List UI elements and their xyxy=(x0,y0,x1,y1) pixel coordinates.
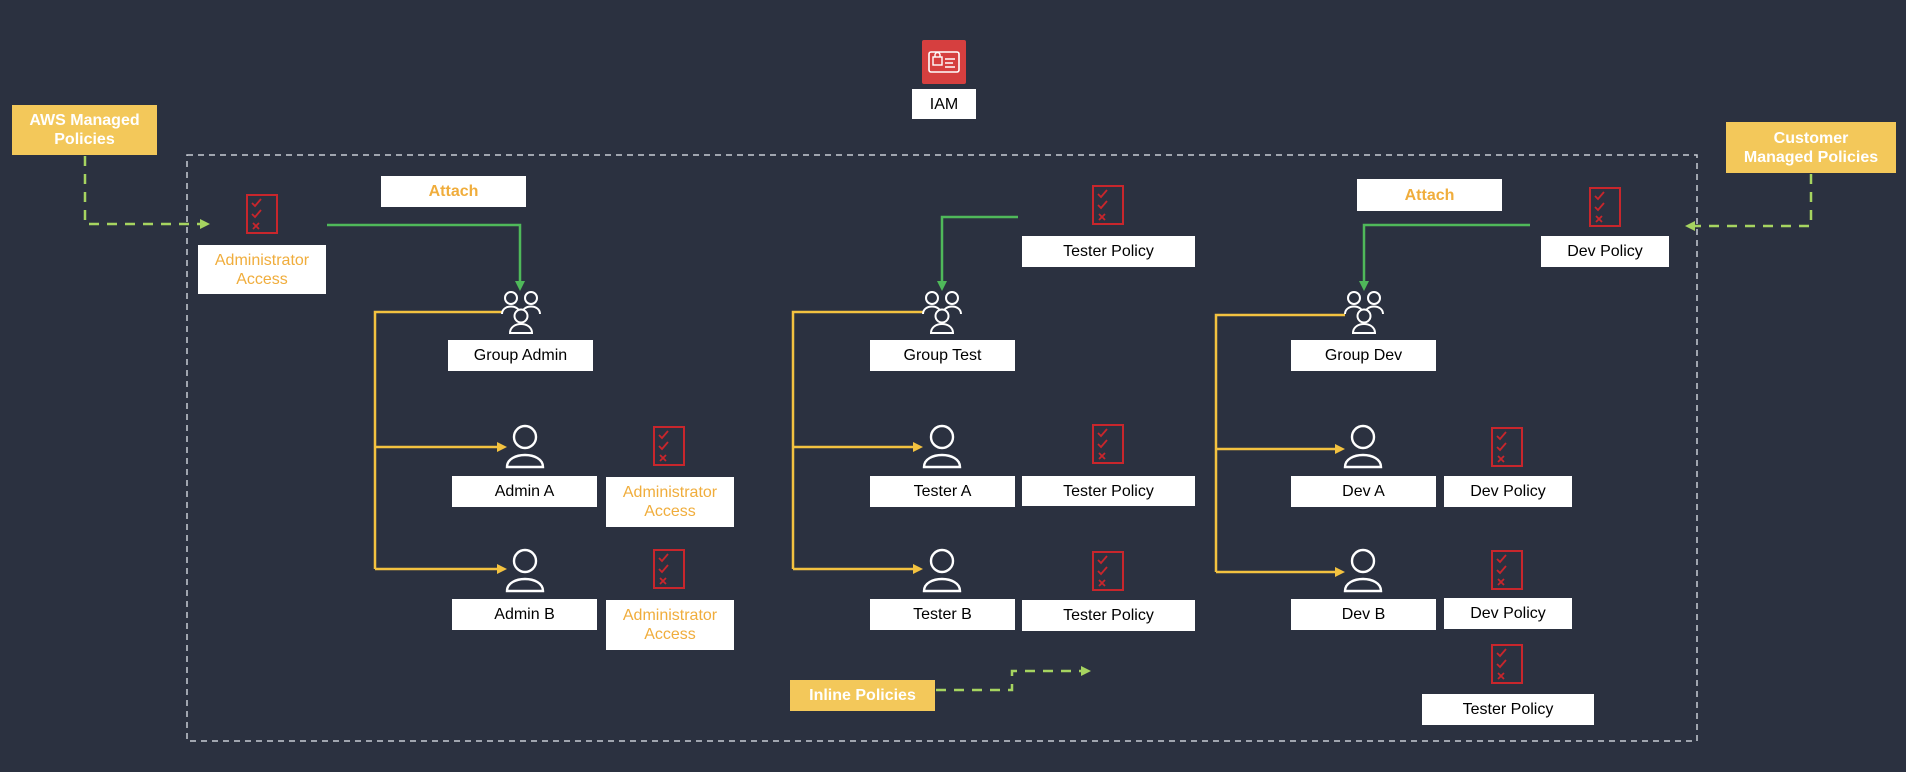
admin-a-inline-policy: Administrator Access xyxy=(606,477,734,527)
group-icon xyxy=(1344,291,1384,334)
tester-a-inline-policy: Tester Policy xyxy=(1022,476,1195,506)
attach-tester-line xyxy=(937,215,1018,291)
user-icon xyxy=(922,424,962,469)
tester-b-inline-policy: Tester Policy xyxy=(1022,600,1195,631)
customer-managed-connector xyxy=(1685,174,1813,231)
tester-group-policy: Tester Policy xyxy=(1022,236,1195,267)
group-icon xyxy=(922,291,962,334)
aws-managed-connector xyxy=(83,156,210,229)
user-icon xyxy=(505,548,545,593)
admin-b-inline-policy: Administrator Access xyxy=(606,600,734,650)
policy-document-icon xyxy=(1589,187,1621,227)
user-icon xyxy=(1343,424,1383,469)
dev-b-inline-policy: Dev Policy xyxy=(1444,598,1572,629)
iam-label: IAM xyxy=(912,89,976,119)
admin-a-label: Admin A xyxy=(452,476,597,507)
attach-label-left: Attach xyxy=(381,176,526,207)
user-icon xyxy=(922,548,962,593)
policy-document-icon xyxy=(1491,427,1523,467)
iam-icon xyxy=(922,40,966,84)
attach-dev-line xyxy=(1359,223,1530,291)
policy-document-icon xyxy=(1092,424,1124,464)
iam-boundary xyxy=(186,154,1698,742)
policy-document-icon xyxy=(653,549,685,589)
dev-b-label: Dev B xyxy=(1291,599,1436,630)
admin-membership-lines xyxy=(373,310,507,574)
inline-policies-tag: Inline Policies xyxy=(790,680,935,711)
dev-a-label: Dev A xyxy=(1291,476,1436,507)
group-icon xyxy=(501,291,541,334)
aws-managed-policies-tag: AWS Managed Policies xyxy=(12,105,157,155)
user-icon xyxy=(505,424,545,469)
dev-membership-lines xyxy=(1214,313,1345,577)
policy-document-icon xyxy=(246,194,278,234)
dev-a-inline-policy: Dev Policy xyxy=(1444,476,1572,507)
user-icon xyxy=(1343,548,1383,593)
policy-document-icon xyxy=(1491,644,1523,684)
tester-a-label: Tester A xyxy=(870,476,1015,507)
tester-membership-lines xyxy=(791,310,923,574)
dev-b-extra-tester-policy: Tester Policy xyxy=(1422,694,1594,725)
policy-document-icon xyxy=(1092,185,1124,225)
administrator-access-managed-policy: Administrator Access xyxy=(198,245,326,294)
attach-admin-line xyxy=(327,223,525,291)
dev-group-policy: Dev Policy xyxy=(1541,236,1669,267)
customer-managed-policies-tag: Customer Managed Policies xyxy=(1726,122,1896,173)
inline-policies-connector xyxy=(936,666,1091,692)
group-test-label: Group Test xyxy=(870,340,1015,371)
group-dev-label: Group Dev xyxy=(1291,340,1436,371)
policy-document-icon xyxy=(653,426,685,466)
tester-b-label: Tester B xyxy=(870,599,1015,630)
policy-document-icon xyxy=(1092,551,1124,591)
policy-document-icon xyxy=(1491,550,1523,590)
attach-label-right: Attach xyxy=(1357,179,1502,211)
admin-b-label: Admin B xyxy=(452,599,597,630)
group-admin-label: Group Admin xyxy=(448,340,593,371)
